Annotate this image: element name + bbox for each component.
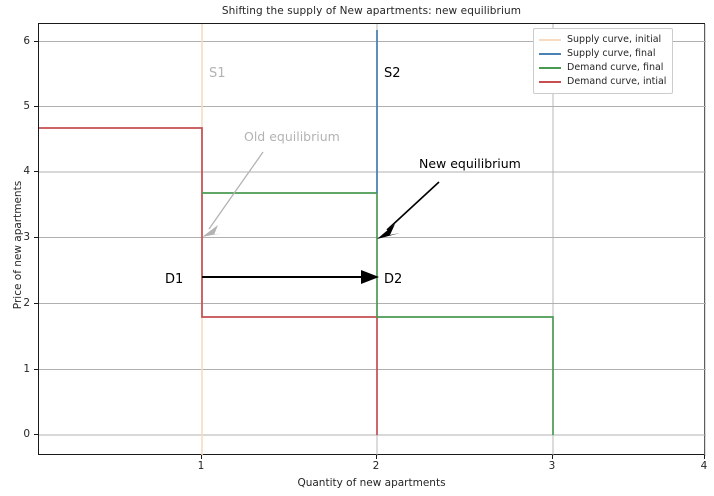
annotation-s1: S1 [209,66,226,81]
old-equilibrium-arrow [202,151,264,237]
annotation-old-equilibrium: Old equilibrium [244,129,340,144]
xtick-label-4: 4 [700,460,708,472]
xtick-label-3: 3 [548,460,556,472]
series-demand-final [202,192,554,435]
legend-label-supply-initial: Supply curve, initial [567,34,662,45]
legend-item-demand-initial: Demand curve, intial [539,75,666,89]
ytick-label-6: 6 [23,34,30,47]
legend-swatch-supply-final [539,53,561,55]
legend-swatch-demand-final [539,67,561,69]
y-axis-label: Price of new apartments [12,180,24,310]
legend: Supply curve, initial Supply curve, fina… [533,28,674,94]
annotation-s2: S2 [384,66,401,81]
demand-shift-arrow [202,270,379,284]
annotation-new-equilibrium: New equilibrium [419,156,521,171]
legend-label-supply-final: Supply curve, final [567,48,656,59]
annotation-d2: D2 [384,272,403,287]
legend-swatch-demand-initial [539,81,561,83]
ytick-label-0: 0 [23,428,30,440]
plot-area: S1 S2 D1 D2 Old equilibrium New equilibr… [38,23,706,456]
annotation-d1: D1 [165,272,184,287]
xtick-label-1: 1 [197,460,205,472]
legend-item-supply-initial: Supply curve, initial [539,33,666,47]
new-equilibrium-arrow [377,181,440,239]
legend-item-supply-final: Supply curve, final [539,47,666,61]
xtick-label-2: 2 [372,460,380,472]
ytick-label-5: 5 [23,99,30,112]
legend-item-demand-final: Demand curve, final [539,61,666,75]
legend-swatch-supply-initial [539,39,561,41]
chart-title: Shifting the supply of New apartments: n… [221,5,522,17]
legend-label-demand-initial: Demand curve, intial [567,76,667,87]
series-demand-initial [39,127,378,435]
gridlines-horizontal [39,41,706,436]
ytick-label-1: 1 [23,362,30,375]
plot-canvas [39,24,706,456]
legend-label-demand-final: Demand curve, final [567,62,664,73]
x-axis-label: Quantity of new apartments [297,477,446,489]
